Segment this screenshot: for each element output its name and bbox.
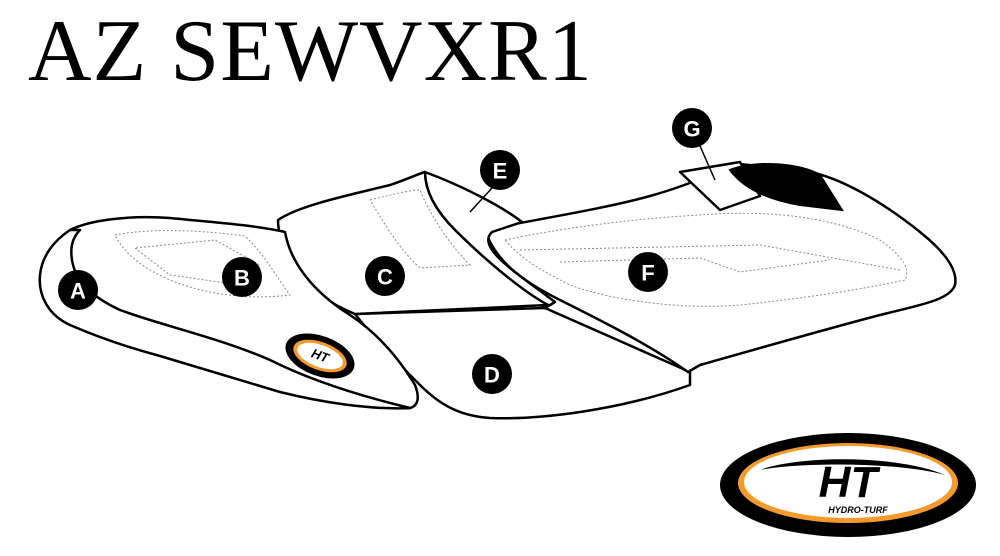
logo-wordmark: HYDRO-TURF (828, 505, 888, 515)
label-marker-e: E (469, 150, 520, 213)
label-marker-d: D (472, 354, 512, 394)
label-marker-a: A (58, 270, 98, 310)
svg-text:E: E (493, 159, 508, 184)
seat-emblem-logo: HT (285, 333, 355, 379)
label-marker-g: G (672, 108, 716, 181)
label-marker-b: B (222, 257, 262, 297)
label-marker-c: C (365, 256, 405, 296)
panel-a (38, 228, 412, 410)
svg-text:D: D (484, 363, 500, 388)
logo-mark: HT (819, 458, 881, 507)
hydro-turf-logo: HT HYDRO-TURF (720, 433, 976, 537)
label-marker-f: F (628, 252, 668, 292)
panel-f (483, 162, 957, 374)
svg-text:HT: HT (309, 346, 331, 366)
svg-text:B: B (234, 266, 250, 291)
grab-handle (728, 162, 844, 212)
svg-text:G: G (683, 117, 700, 142)
svg-text:F: F (641, 261, 654, 286)
svg-text:A: A (70, 279, 86, 304)
panel-d (353, 306, 692, 420)
svg-text:C: C (377, 265, 393, 290)
part-number-title: AZ SEWVXR1 (28, 3, 593, 100)
